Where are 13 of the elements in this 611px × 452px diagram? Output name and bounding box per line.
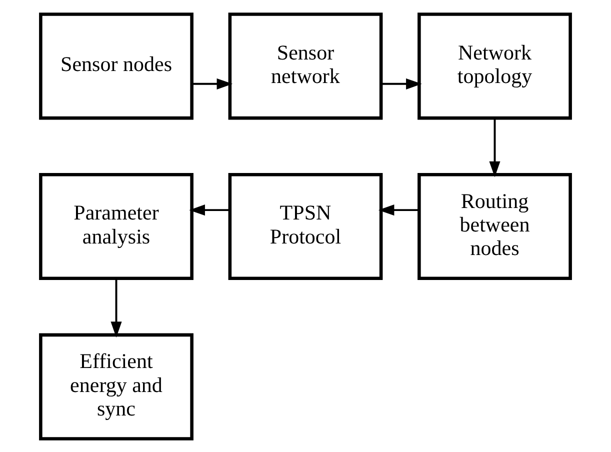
arrow — [489, 118, 500, 177]
node-box: Sensor nodes — [39, 12, 194, 120]
arrow — [381, 78, 422, 89]
node-box: Sensor network — [228, 12, 383, 120]
arrow — [110, 278, 122, 337]
node-box: Efficient energy and sync — [39, 332, 194, 440]
arrow — [189, 204, 230, 216]
node-box: Routing between nodes — [418, 172, 572, 280]
arrow — [192, 78, 233, 89]
node-box: Parameter analysis — [39, 172, 194, 280]
node-box: Network topology — [418, 12, 572, 120]
node-box: TPSN Protocol — [228, 172, 383, 280]
arrow — [378, 204, 419, 216]
